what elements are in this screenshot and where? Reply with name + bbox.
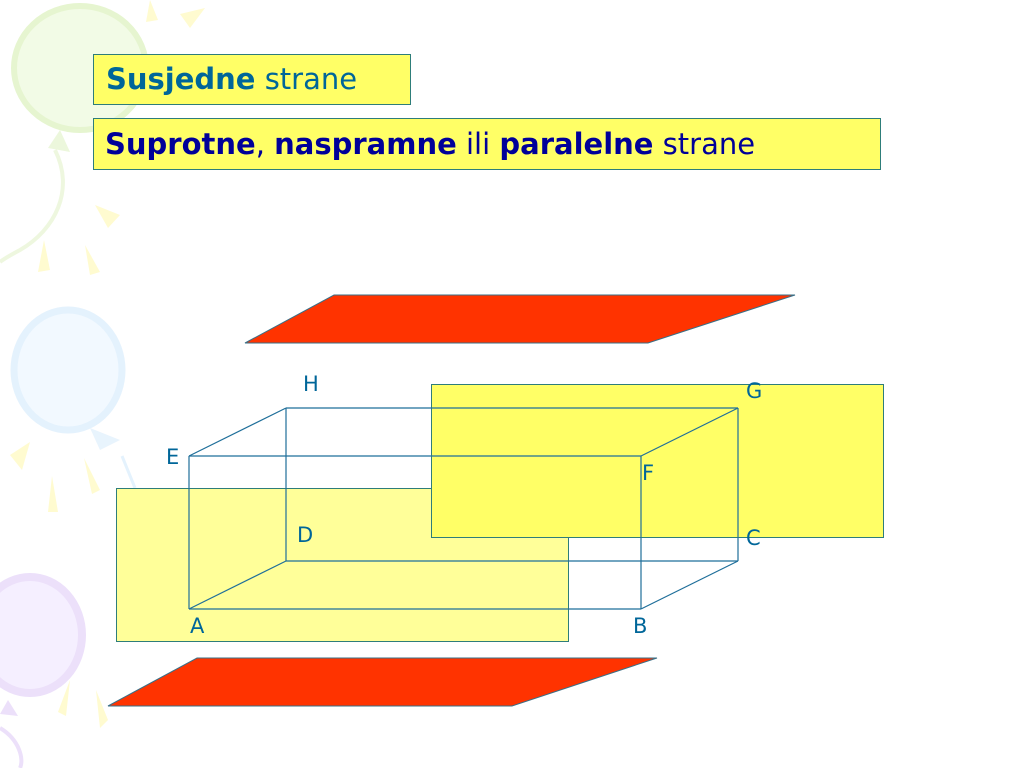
title2-part6: strane — [653, 127, 756, 161]
vertex-label-c: C — [746, 526, 761, 550]
vertex-label-d: D — [297, 523, 314, 547]
title1-bold: Susjedne — [106, 62, 256, 96]
title-adjacent-faces: Susjedne strane — [93, 54, 411, 105]
vertex-label-g: G — [746, 379, 763, 403]
title2-part2: , — [255, 127, 275, 161]
title-opposite-faces: Suprotne, naspramne ili paralelne strane — [93, 118, 881, 170]
title2-part1: Suprotne — [105, 127, 256, 161]
title2-part5: paralelne — [499, 127, 654, 161]
top-face — [244, 294, 796, 344]
title1-normal: strane — [255, 62, 358, 96]
title2-part4: ili — [456, 127, 500, 161]
vertex-label-f: F — [642, 461, 655, 485]
back-face — [431, 384, 884, 538]
balloons-icon — [0, 0, 205, 768]
vertex-label-a: A — [190, 614, 205, 638]
vertex-label-e: E — [166, 445, 180, 469]
bottom-face — [107, 657, 658, 707]
cuboid-edges — [188, 407, 739, 610]
vertex-label-h: H — [303, 372, 319, 396]
vertex-label-b: B — [633, 614, 648, 638]
title2-part3: naspramne — [274, 127, 457, 161]
